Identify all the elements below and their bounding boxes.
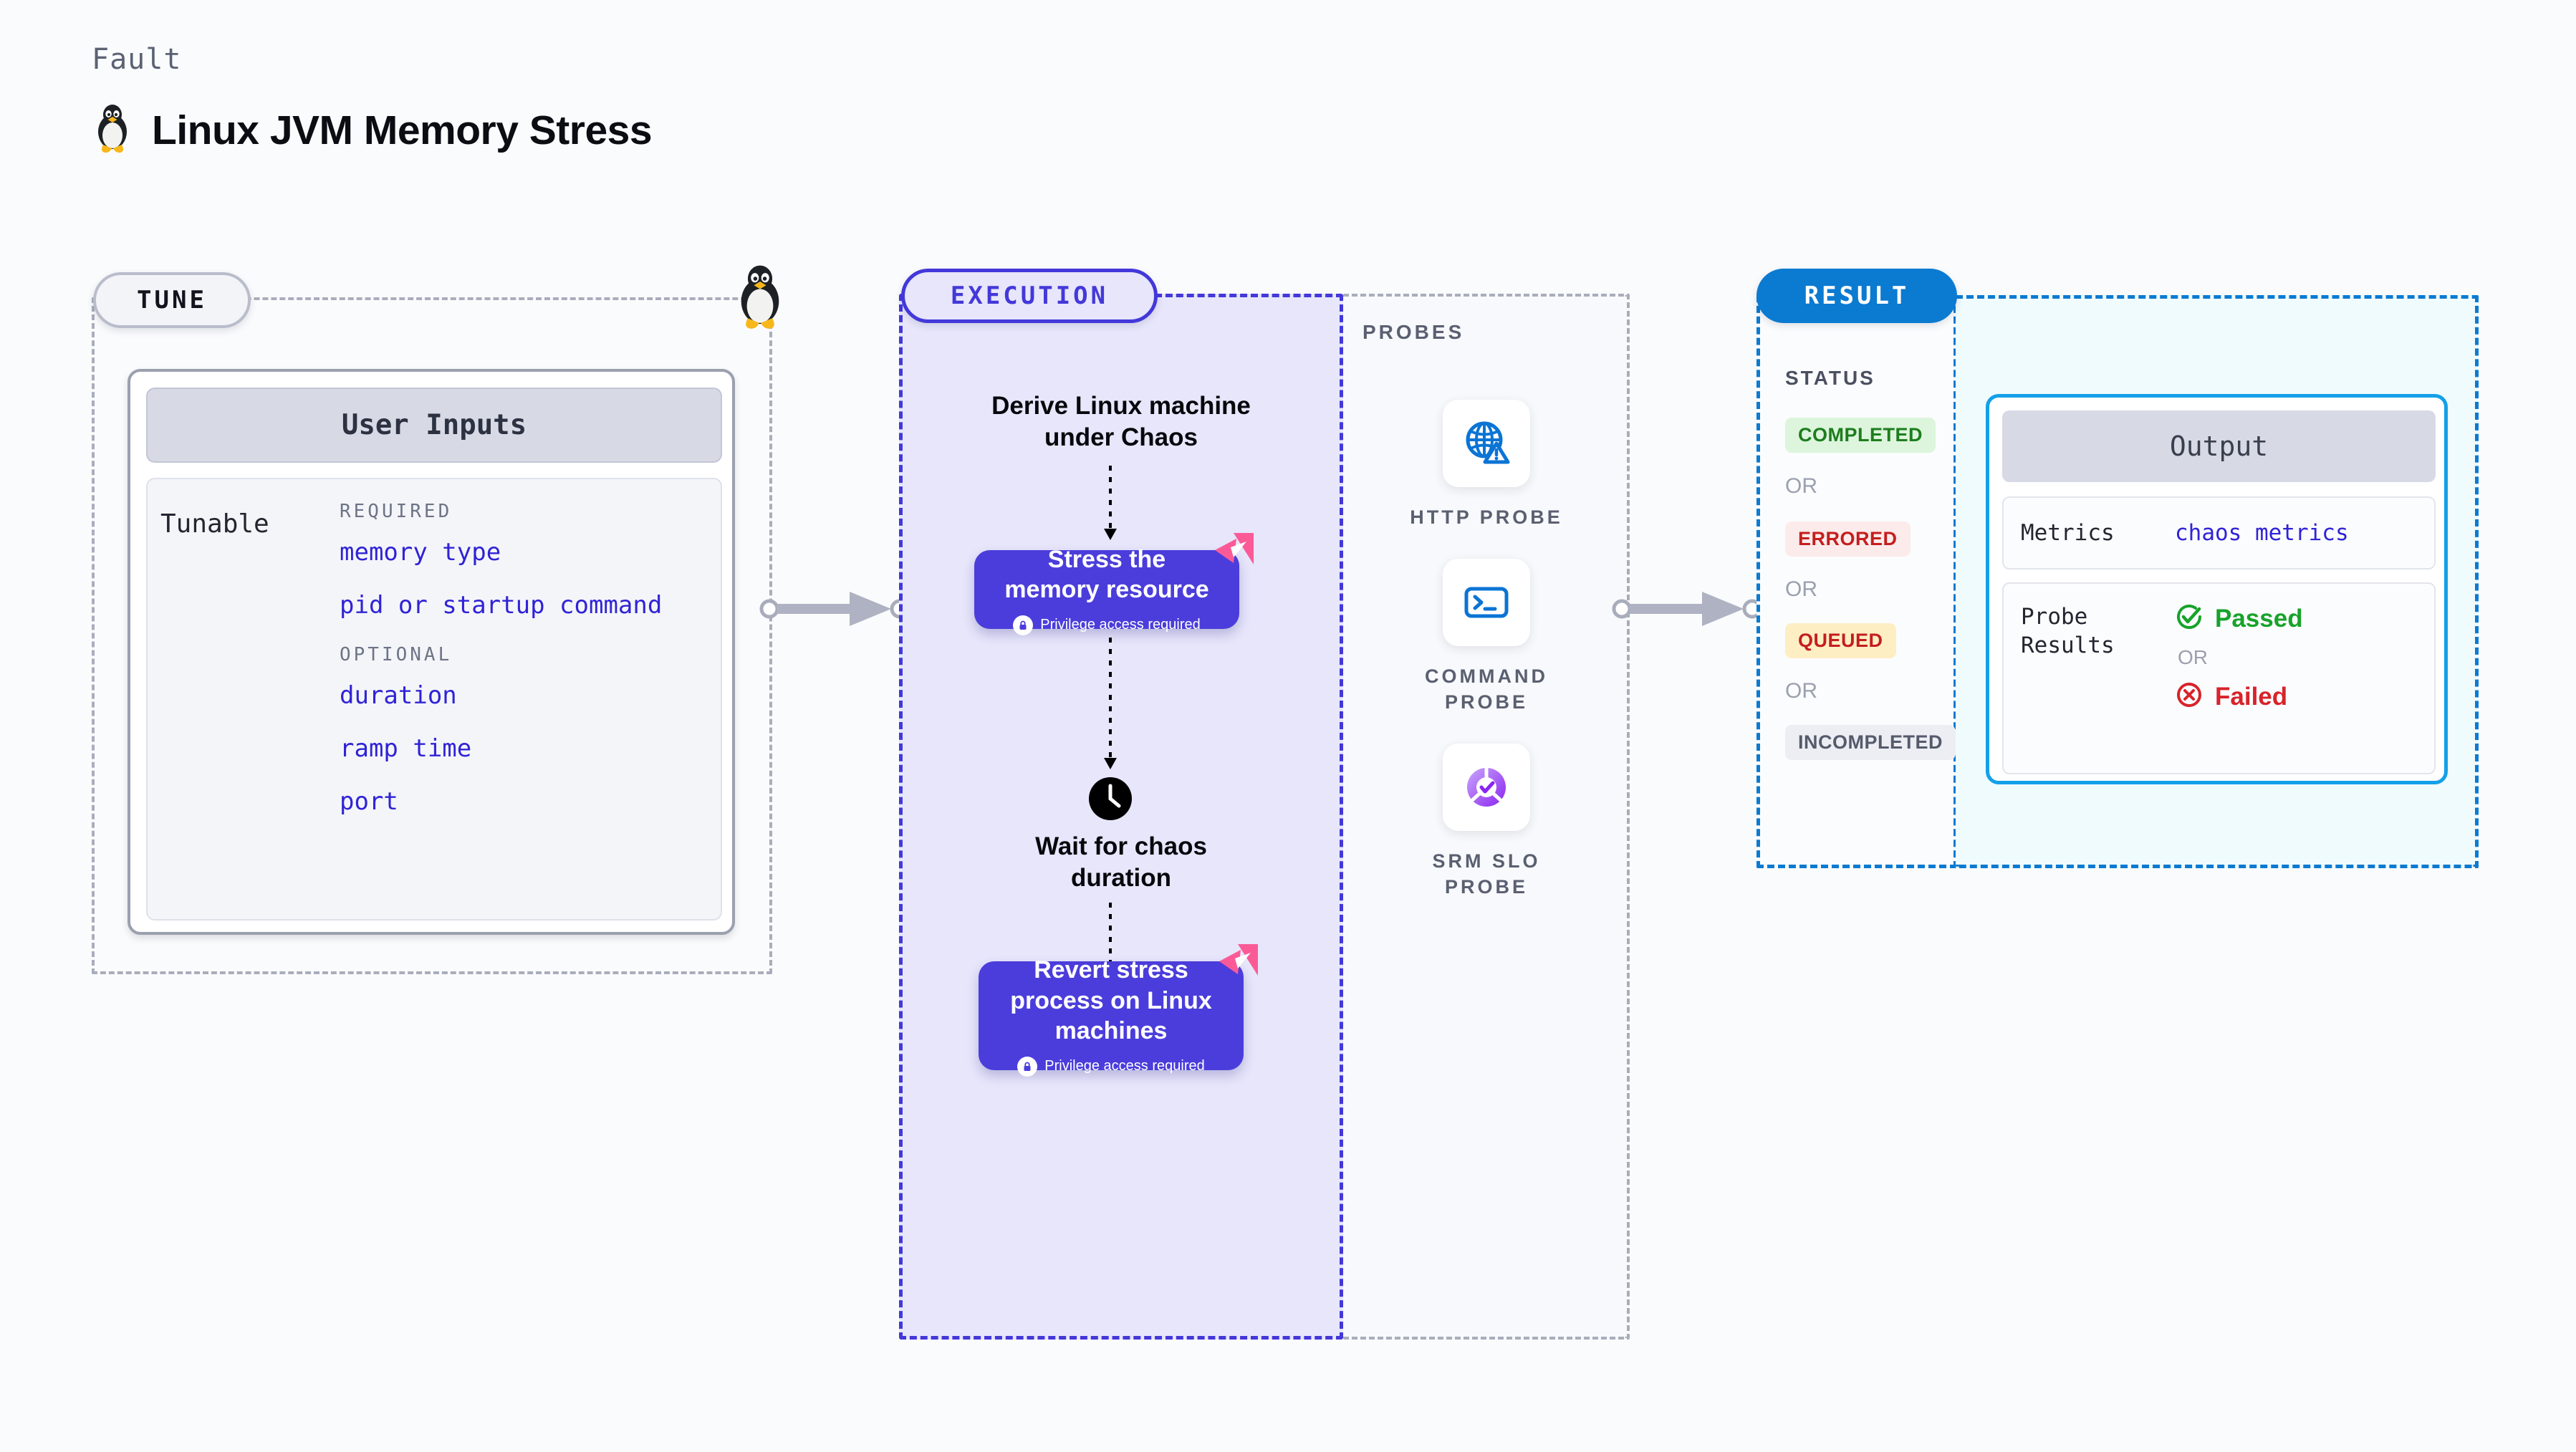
chaos-badge-icon [1212,532,1256,573]
privilege-text: Privilege access required [1040,617,1201,633]
page-header: Fault Linux JVM Memory Stress [92,43,653,157]
status-or-1: OR [1785,474,1817,498]
revert-stress-node[interactable]: Revert stress process on Linux machines … [979,944,1258,1077]
probe-command-label: COMMAND PROBE [1425,665,1548,713]
user-inputs-title: User Inputs [341,409,527,441]
title-row: Linux JVM Memory Stress [92,103,653,157]
stress-memory-node[interactable]: Stress the memory resource Privilege acc… [974,533,1254,635]
probe-srm-slo[interactable]: SRM SLO PROBE [1404,744,1569,900]
wait-duration-step: Wait for chaos duration [1035,832,1207,892]
user-inputs-header: User Inputs [146,388,722,463]
probe-http[interactable]: HTTP PROBE [1404,400,1569,530]
probe-result-passed: Passed [2175,602,2303,635]
globe-warning-icon [1443,400,1530,487]
output-title: Output [2169,431,2269,462]
connector-tune-to-execution [759,587,917,634]
probe-srm-slo-label: SRM SLO PROBE [1432,850,1541,898]
probe-result-or: OR [2178,646,2208,668]
probe-results-values: Passed OR Failed [2175,602,2303,713]
tunable-list: REQUIRED memory type pid or startup comm… [340,498,662,919]
privilege-text: Privilege access required [1044,1058,1205,1074]
optional-group-label: OPTIONAL [340,644,453,665]
status-badge-incompleted: INCOMPLETED [1785,725,1956,760]
tune-panel [92,297,772,974]
status-or-3: OR [1785,679,1817,703]
chaos-badge-icon [1216,943,1261,984]
result-status-panel [1756,295,1957,868]
lock-icon [1017,1056,1038,1077]
fault-label: Fault [92,43,182,76]
probe-result-failed: Failed [2175,681,2303,713]
passed-label: Passed [2215,604,2303,633]
failed-label: Failed [2215,682,2288,711]
tunable-memory-type[interactable]: memory type [340,538,501,567]
lock-icon [1013,615,1034,635]
metrics-value[interactable]: chaos metrics [2175,520,2349,546]
required-group-label: REQUIRED [340,501,453,522]
metrics-key: Metrics [2021,519,2115,546]
tux-penguin-icon [92,103,133,157]
x-circle-icon [2175,681,2203,713]
result-pill-label: RESULT [1756,269,1957,323]
revert-stress-node-title: Revert stress process on Linux machines [1010,956,1212,1045]
probes-section-label: PROBES [1363,321,1465,343]
user-inputs-card: User Inputs Tunable REQUIRED memory type… [128,369,735,935]
user-inputs-body: Tunable REQUIRED memory type pid or star… [146,478,722,920]
check-circle-icon [2175,602,2203,635]
status-section-label: STATUS [1785,367,1875,389]
derive-machine-step: Derive Linux machine under Chaos [991,392,1251,451]
status-badge-queued: QUEUED [1785,623,1896,658]
probe-results-key: Probe Results [2021,604,2115,659]
status-badge-completed: COMPLETED [1785,418,1936,453]
output-card-header: Output [2002,410,2436,482]
tunable-label: Tunable [160,509,269,539]
arrow-stress-to-wait [1102,638,1119,777]
arrow-derive-to-stress [1102,466,1119,548]
output-probe-results-row: Probe Results Passed OR [2002,582,2436,774]
status-or-2: OR [1785,577,1817,601]
tunable-port[interactable]: port [340,787,398,816]
slo-donut-check-icon [1443,744,1530,831]
tune-pill-label: TUNE [93,272,251,328]
privilege-note: Privilege access required [1013,615,1201,635]
probe-command[interactable]: COMMAND PROBE [1404,559,1569,716]
page-title: Linux JVM Memory Stress [152,107,653,153]
tux-penguin-icon [732,264,788,330]
output-metrics-row: Metrics chaos metrics [2002,496,2436,569]
privilege-note: Privilege access required [1017,1056,1205,1077]
output-card: Output Metrics chaos metrics Probe Resul… [1986,394,2448,784]
tunable-pid-or-startup-command[interactable]: pid or startup command [340,591,663,620]
tunable-ramp-time[interactable]: ramp time [340,734,472,763]
status-badge-errored: ERRORED [1785,521,1911,557]
terminal-icon [1443,559,1530,646]
stress-memory-node-title: Stress the memory resource [1004,545,1209,604]
probe-http-label: HTTP PROBE [1410,506,1563,528]
clock-icon [1087,776,1133,825]
execution-pill-label: EXECUTION [901,269,1158,323]
tunable-duration[interactable]: duration [340,681,457,710]
connector-probes-to-result [1612,587,1769,634]
